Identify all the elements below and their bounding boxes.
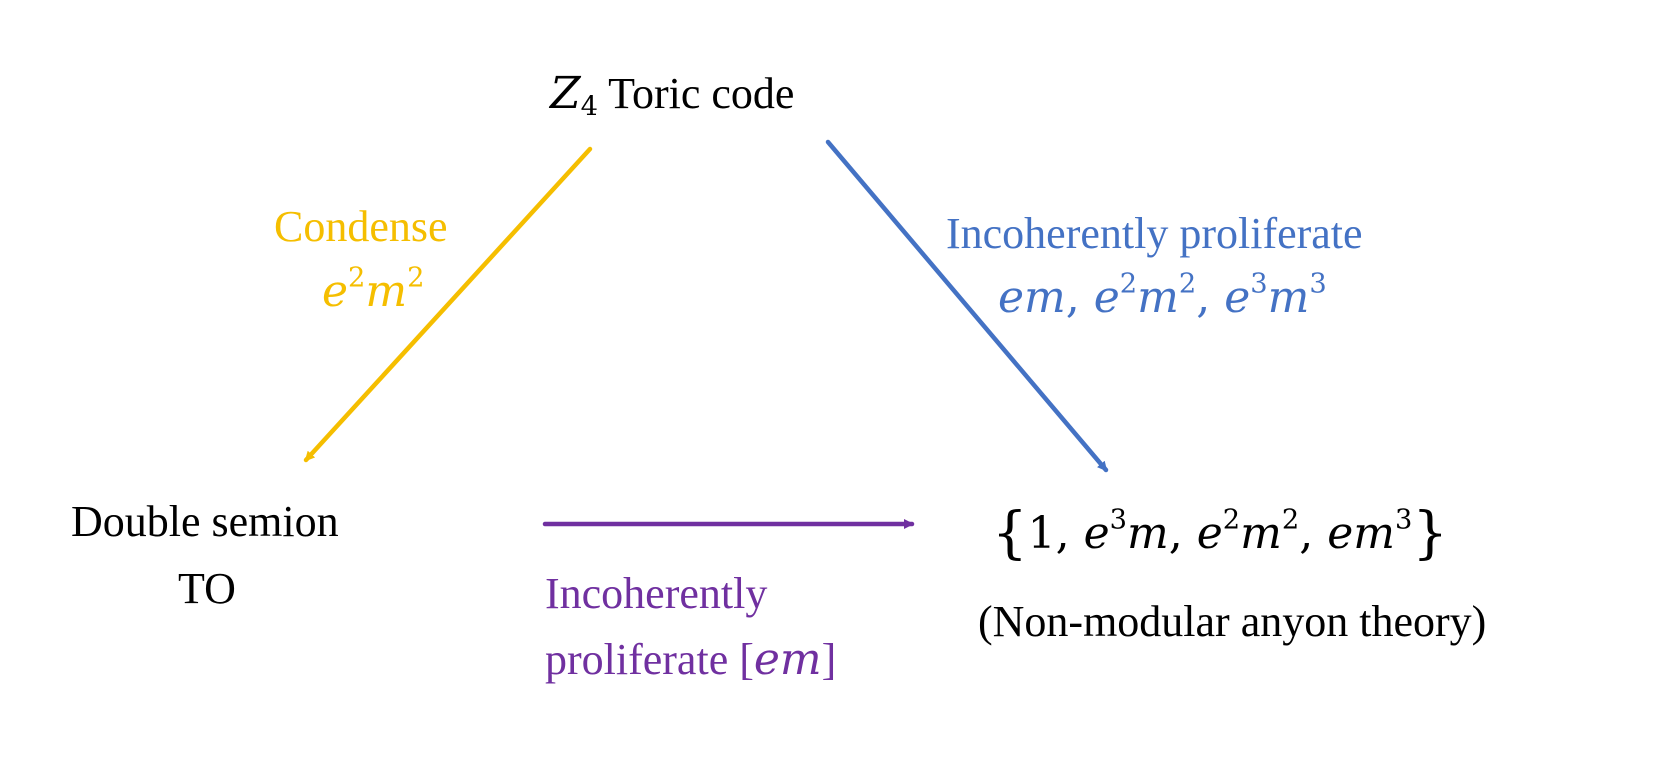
condense-word: Condense [274, 202, 448, 251]
toric-code-title: Toric code [608, 69, 795, 118]
purple-proliferate-line1: Incoherently [545, 569, 768, 618]
purple-proliferate-line2: proliferate [em] [545, 634, 837, 685]
condense-anyon: e2m2 [322, 262, 425, 317]
blue-proliferate-label: Incoherently proliferate [946, 209, 1363, 258]
node-double-semion-line1: Double semion [71, 497, 339, 546]
node-double-semion-line2: TO [178, 564, 236, 613]
non-modular-note: (Non-modular anyon theory) [978, 597, 1487, 646]
blue-proliferate-anyons: em, e2m2, e3m3 [998, 268, 1327, 323]
condense-label: Condense [274, 205, 448, 249]
node-anyon-set: {1, e3m, e2m2, em3} [992, 501, 1448, 566]
z4-symbol: Z4 [550, 68, 598, 123]
blue-proliferate-arrow [825, 139, 1109, 473]
condense-arrow [303, 146, 593, 463]
node-z4-toric-code: Z4 Toric code [550, 69, 795, 121]
